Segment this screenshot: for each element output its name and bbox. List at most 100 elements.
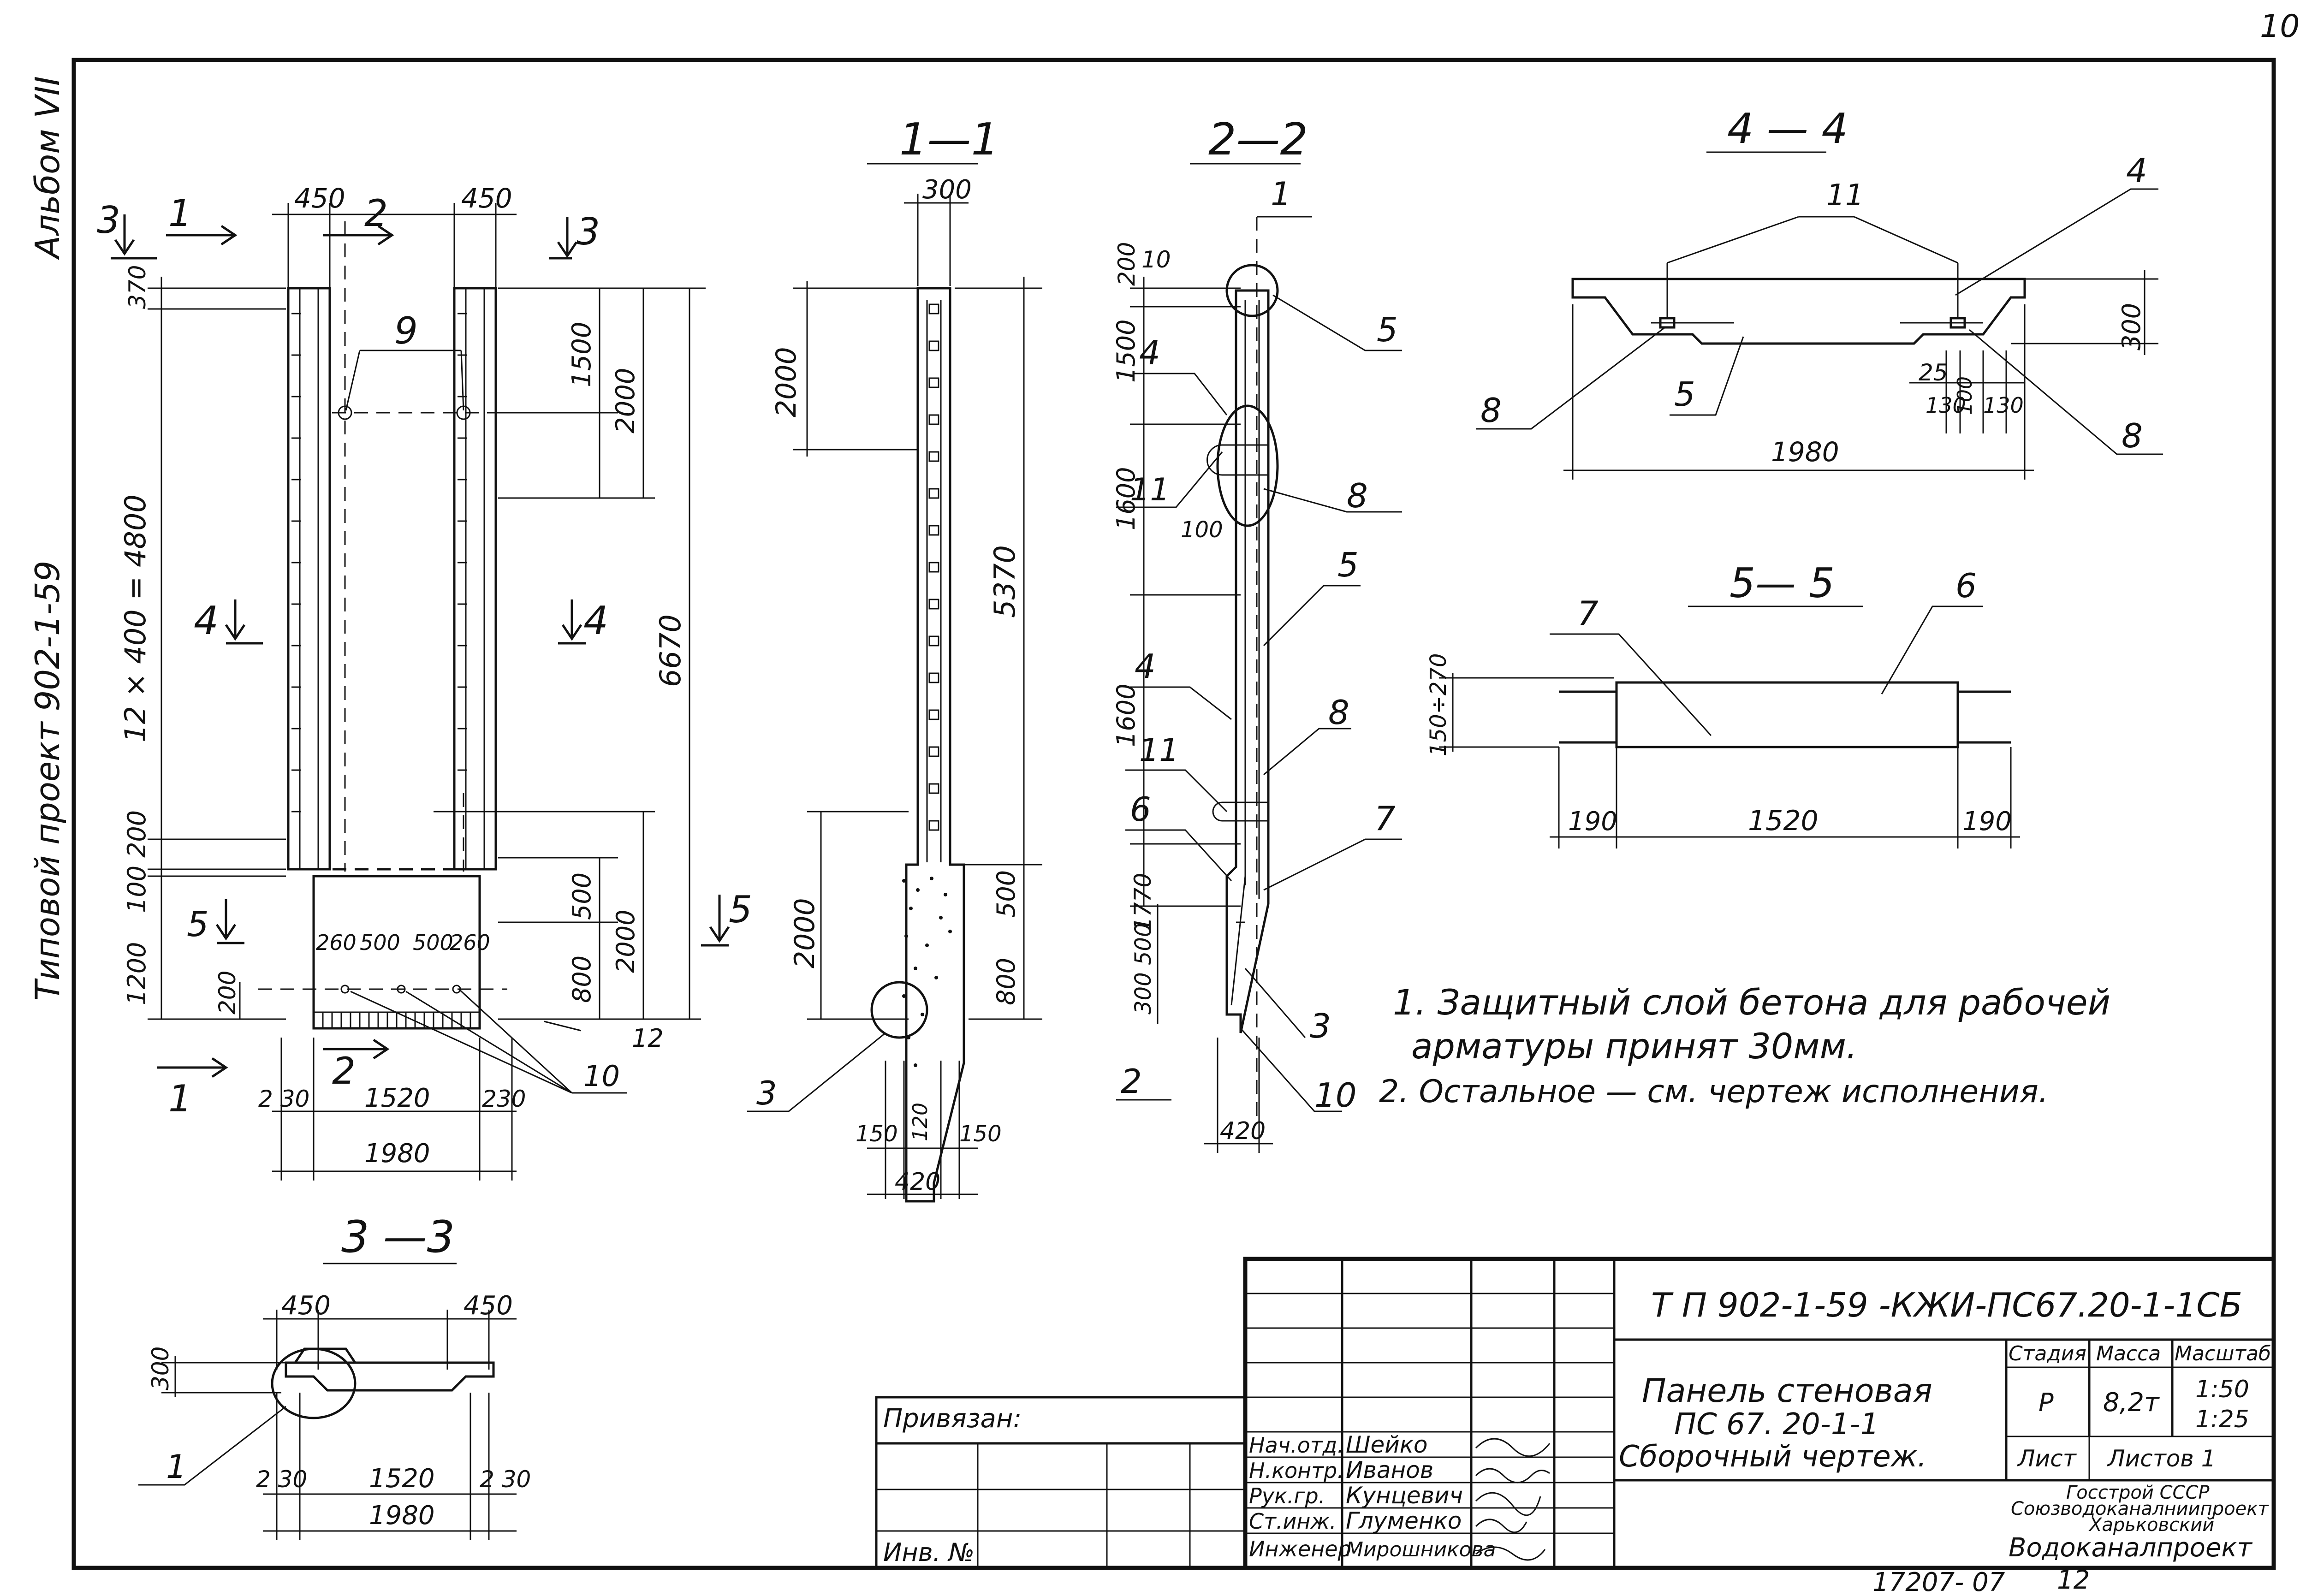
dim-2-2-10: 10 (1141, 246, 1171, 273)
dim-top-left: 450 (294, 183, 345, 214)
rung-marks (291, 313, 467, 813)
section-4-4-profile (1571, 278, 2026, 345)
dim-800: 800 (567, 955, 596, 1003)
section-3-3-profile (285, 1347, 495, 1392)
dim-1-1-120: 120 (909, 1103, 932, 1141)
note-1-line-2: арматуры принят 30мм. (1411, 1026, 1857, 1067)
name-4: Глуменко (1346, 1507, 1462, 1534)
dim-500: 500 (567, 872, 596, 920)
dim-spacing-500-b: 500 (413, 930, 453, 955)
callout-2-2-7: 7 (1374, 799, 1396, 838)
section-mark-5-right: 5 (729, 888, 752, 931)
dim-1-1-500: 500 (992, 870, 1021, 918)
dim-2000-upper: 2000 (611, 368, 641, 433)
section-mark-2-top: 2 (364, 192, 388, 235)
dim-1200: 1200 (122, 942, 151, 1005)
name-1: Шейко (1346, 1431, 1428, 1458)
dim-1-1-800: 800 (992, 958, 1021, 1005)
dim-2-2-1600-b: 1600 (1111, 684, 1141, 747)
callout-2-2-5-mid: 5 (1337, 546, 1359, 584)
dim-1-1-2000-bottom: 2000 (789, 898, 821, 968)
dim-1-1-150-right: 150 (959, 1121, 1002, 1147)
bound-label: Привязан: (883, 1404, 1022, 1434)
section-mark-1-top: 1 (168, 192, 192, 235)
dim-370: 370 (124, 265, 151, 309)
callout-2-2-1: 1 (1271, 175, 1291, 213)
dim-total-height: 6670 (654, 614, 687, 687)
dim-200-bottom: 200 (214, 971, 241, 1015)
role-3: Рук.гр. (1249, 1483, 1325, 1508)
concrete-hatch (902, 877, 952, 1067)
dim-1-1-5370: 5370 (988, 545, 1022, 618)
dim-2000-lower: 2000 (611, 910, 640, 973)
dim-1500: 1500 (567, 321, 597, 387)
section-2-2-title: 2—2 (1208, 114, 1308, 165)
dim-3-3-450-left: 450 (281, 1291, 331, 1321)
section-mark-3-left: 3 (97, 199, 120, 242)
front-view: 450 450 3 1 2 3 4 4 5 5 1 2 370 12 × 400… (97, 183, 752, 1181)
role-2: Н.контр. (1249, 1458, 1344, 1483)
name-3: Кунцевич (1346, 1482, 1463, 1509)
title-block: Привязан: Инв. № Нач.отд. Н.контр. Рук.г… (875, 1257, 2276, 1596)
left-leg (287, 287, 331, 871)
dim-spacing-260-right: 260 (450, 930, 490, 955)
section-2-2: 2—2 1 5 4 11 8 5 4 8 11 6 7 3 2 (1111, 114, 1402, 1153)
dim-2-2-1770: 1770 (1129, 873, 1156, 931)
drawing-name-3: Сборочный чертеж. (1619, 1440, 1927, 1474)
section-mark-3-right: 3 (576, 210, 600, 253)
mass-label: Масса (2096, 1342, 2161, 1365)
section-mark-5-left: 5 (187, 904, 209, 944)
dim-spacing-500-a: 500 (360, 930, 400, 955)
dim-3-3-450-right: 450 (464, 1291, 513, 1321)
project-label: Типовой проект 902-1-59 (28, 561, 67, 1001)
dim-overall-width: 1980 (364, 1139, 430, 1169)
callout-2-2-8-top: 8 (1347, 476, 1368, 515)
callout-4-4-4: 4 (2126, 151, 2147, 190)
section-5-5-title: 5— 5 (1730, 559, 1835, 607)
sheets-label: Листов 1 (2107, 1445, 2216, 1472)
callout-2-2-3: 3 (1310, 1007, 1331, 1045)
dim-3-3-300: 300 (147, 1347, 174, 1390)
dim-5-5-190-right: 190 (1962, 807, 2012, 837)
inventory-label: Инв. № (883, 1538, 975, 1567)
dim-bottom-right: 230 (482, 1086, 526, 1112)
section-mark-2-bottom: 2 (332, 1050, 356, 1092)
dim-top-right: 450 (461, 183, 512, 214)
sheet-label: Лист (2017, 1445, 2077, 1472)
page-number: 10 (2260, 8, 2300, 45)
callout-1-1-3: 3 (756, 1074, 777, 1112)
name-2: Иванов (1346, 1457, 1433, 1483)
callout-3-3-1: 1 (166, 1448, 187, 1486)
sheet-frame (71, 58, 2276, 1570)
dim-4-4-25: 25 (1919, 359, 1948, 386)
callout-4-4-8-right: 8 (2122, 416, 2143, 455)
dim-5-5-1520: 1520 (1748, 805, 1819, 837)
stage-value: Р (2039, 1388, 2054, 1417)
dim-2-2-420: 420 (1220, 1117, 1266, 1145)
callout-2-2-5-top: 5 (1377, 310, 1398, 349)
section-3-3-title: 3 —3 (341, 1212, 455, 1263)
dim-4-4-1980: 1980 (1771, 436, 1839, 468)
role-1: Нач.отд. (1249, 1433, 1344, 1458)
section-1-1-title: 1—1 (899, 114, 999, 165)
dim-1-1-2000-top: 2000 (770, 347, 802, 417)
dim-2-2-200: 200 (1113, 242, 1140, 286)
section-mark-4-right: 4 (583, 598, 608, 644)
dim-5-5-190-left: 190 (1568, 807, 1617, 837)
dim-12: 12 (632, 1024, 664, 1053)
callout-2-2-8-mid: 8 (1328, 693, 1349, 732)
callout-2-2-4-top: 4 (1139, 333, 1160, 372)
section-4-4-title: 4 — 4 (1727, 105, 1848, 153)
dim-bottom-left: 2 30 (258, 1086, 309, 1112)
name-5: Мирошникова (1346, 1538, 1496, 1561)
section-1-1-profile (905, 287, 965, 1203)
callout-10: 10 (583, 1059, 620, 1093)
role-5: Инженер (1249, 1537, 1351, 1561)
dim-2-2-1600-a: 1600 (1111, 467, 1141, 530)
dim-1-1-150-left: 150 (856, 1121, 898, 1147)
callout-2-2-11-mid: 11 (1139, 732, 1179, 769)
org-line-2: Союзводоканалниипроект (2011, 1498, 2269, 1519)
callout-2-2-2: 2 (1121, 1062, 1142, 1101)
callout-9: 9 (394, 309, 418, 352)
mass-value: 8,2т (2103, 1388, 2160, 1418)
